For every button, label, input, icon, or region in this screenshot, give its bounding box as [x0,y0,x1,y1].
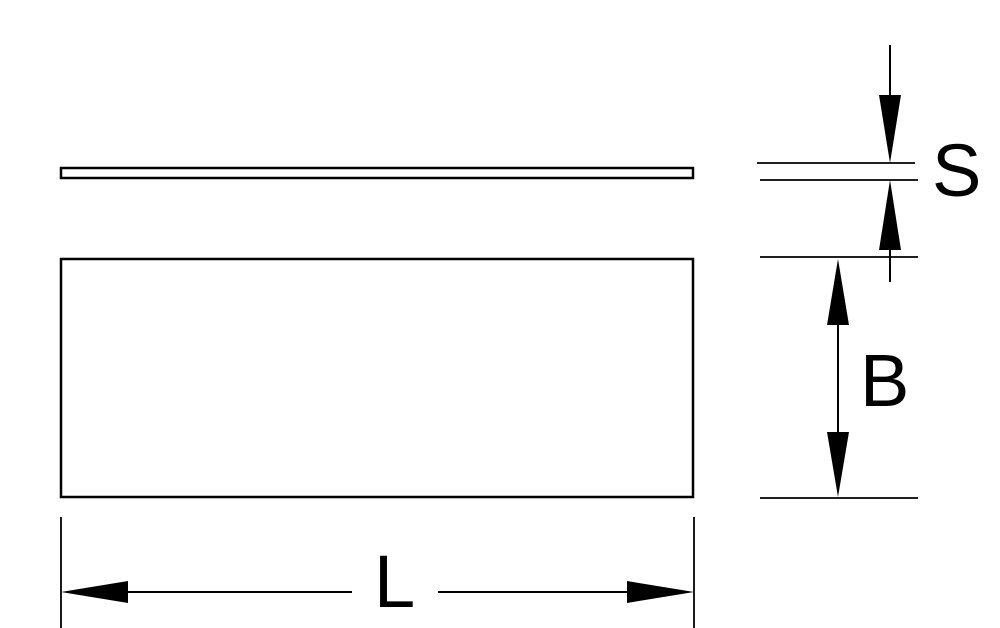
b-arrowhead-down-icon [827,432,849,497]
s-arrowhead-down-icon [879,95,901,163]
s-arrowhead-up-icon [879,180,901,250]
l-arrowhead-left-icon [61,581,128,603]
b-arrowhead-up-icon [827,259,849,325]
length-label: L [374,540,415,623]
thickness-label: S [932,129,981,212]
plate-side-view [59,166,695,180]
width-label: B [860,339,909,422]
l-arrowhead-right-icon [627,581,694,603]
plate-top-view [59,257,695,499]
